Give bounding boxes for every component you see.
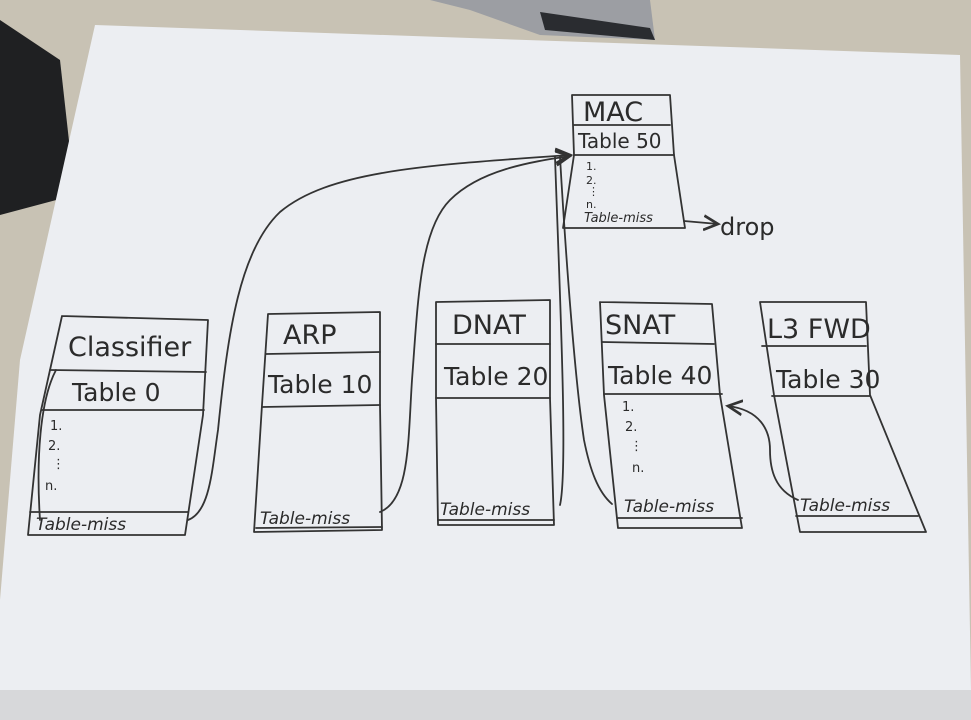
- mac-name: MAC: [583, 97, 643, 128]
- dnat-table-miss: Table-miss: [440, 500, 530, 520]
- arp-table-miss: Table-miss: [260, 509, 350, 529]
- mac-row-n: n.: [586, 198, 596, 211]
- snat-table-miss: Table-miss: [624, 497, 714, 517]
- paper-bottom-shadow: [0, 690, 971, 720]
- table-classifier: Classifier Table 0 1. 2. ⋮ n. Table-miss: [27, 315, 209, 536]
- mac-table-miss: Table-miss: [584, 211, 653, 226]
- flow-snat-to-mac: [559, 156, 613, 505]
- snat-table-id: Table 40: [607, 361, 712, 390]
- flow-l3fwd-to-snat: [728, 406, 799, 501]
- classifier-name: Classifier: [68, 332, 192, 363]
- table-mac: MAC Table 50 1. 2. ⋮ n. Table-miss: [562, 94, 686, 229]
- classifier-row-2: 2.: [48, 439, 60, 454]
- snat-name: SNAT: [605, 310, 676, 341]
- snat-box: [599, 301, 743, 529]
- drop-arrow: [683, 221, 718, 224]
- classifier-row-1: 1.: [50, 419, 62, 434]
- paper-sheet: [0, 25, 971, 690]
- flow-classifier-to-mac: [187, 155, 570, 521]
- snat-row-ellipsis: ⋮: [630, 439, 643, 454]
- classifier-divider-1: [49, 369, 207, 373]
- l3fwd-table-id: Table 30: [775, 365, 880, 394]
- table-l3fwd: L3 FWD Table 30 Table-miss: [759, 301, 927, 533]
- table-arp: ARP Table 10 Table-miss: [253, 311, 383, 533]
- l3fwd-name: L3 FWD: [767, 314, 871, 345]
- black-object: [0, 20, 75, 215]
- arp-box: [253, 311, 383, 533]
- mac-row-ellipsis: ⋮: [588, 185, 599, 198]
- classifier-row-n: n.: [45, 479, 57, 494]
- snat-row-2: 2.: [625, 420, 637, 435]
- classifier-row-ellipsis: ⋮: [52, 457, 65, 472]
- mac-row-2: 2.: [586, 174, 597, 187]
- l3fwd-box: [759, 301, 927, 533]
- arp-divider-2: [261, 404, 381, 408]
- mac-row-1: 1.: [586, 160, 597, 173]
- classifier-table-id: Table 0: [71, 378, 161, 407]
- l3fwd-table-miss: Table-miss: [800, 496, 890, 516]
- classifier-left-stroke: [37, 369, 57, 521]
- snat-row-n: n.: [632, 461, 644, 476]
- mac-table-id: Table 50: [577, 129, 662, 153]
- classifier-box: [27, 315, 209, 536]
- drop-label: drop: [720, 213, 775, 241]
- arp-divider-1: [265, 351, 381, 355]
- table-snat: SNAT Table 40 1. 2. ⋮ n. Table-miss: [599, 301, 743, 529]
- pen-tip: [540, 12, 655, 40]
- arp-divider-3: [255, 526, 383, 529]
- snat-divider-1: [601, 341, 715, 345]
- flow-dnat-to-mac: [554, 156, 565, 506]
- classifier-table-miss: Table-miss: [36, 515, 126, 535]
- dnat-table-id: Table 20: [443, 362, 548, 391]
- table-dnat: DNAT Table 20 Table-miss: [435, 299, 555, 526]
- dnat-name: DNAT: [452, 310, 526, 341]
- arp-table-id: Table 10: [267, 370, 372, 399]
- arp-name: ARP: [283, 320, 337, 351]
- snat-row-1: 1.: [622, 400, 634, 415]
- flow-arp-to-mac: [379, 156, 570, 513]
